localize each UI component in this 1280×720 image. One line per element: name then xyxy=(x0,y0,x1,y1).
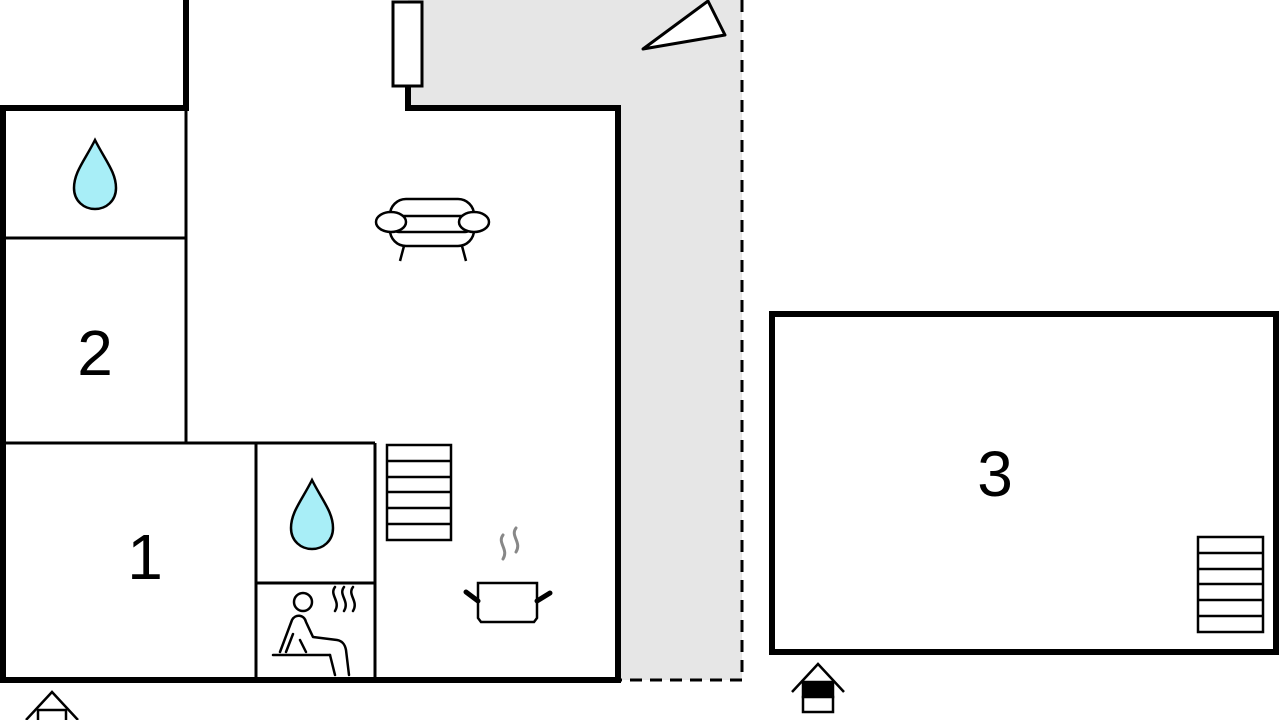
terrace-area xyxy=(408,0,742,680)
building-3-wall xyxy=(769,311,1279,655)
terrace-dashed-border xyxy=(620,0,744,682)
outer-wall xyxy=(0,0,621,683)
entrance-icon xyxy=(25,690,79,720)
stairs-icon xyxy=(385,443,453,542)
cooking-pot-icon xyxy=(463,526,553,624)
water-drop-icon xyxy=(289,477,335,551)
water-drop-icon xyxy=(72,137,118,211)
sofa-icon xyxy=(374,197,491,262)
room-label-2: 2 xyxy=(77,317,113,389)
room-label-1: 1 xyxy=(127,521,163,593)
interior-walls xyxy=(3,108,377,680)
compass-triangle-icon xyxy=(641,0,727,51)
sauna-icon xyxy=(271,585,356,677)
room-label-3: 3 xyxy=(977,438,1013,510)
entrance-icon xyxy=(791,662,845,714)
stairs-icon xyxy=(1196,535,1265,634)
door-opening xyxy=(391,0,424,88)
